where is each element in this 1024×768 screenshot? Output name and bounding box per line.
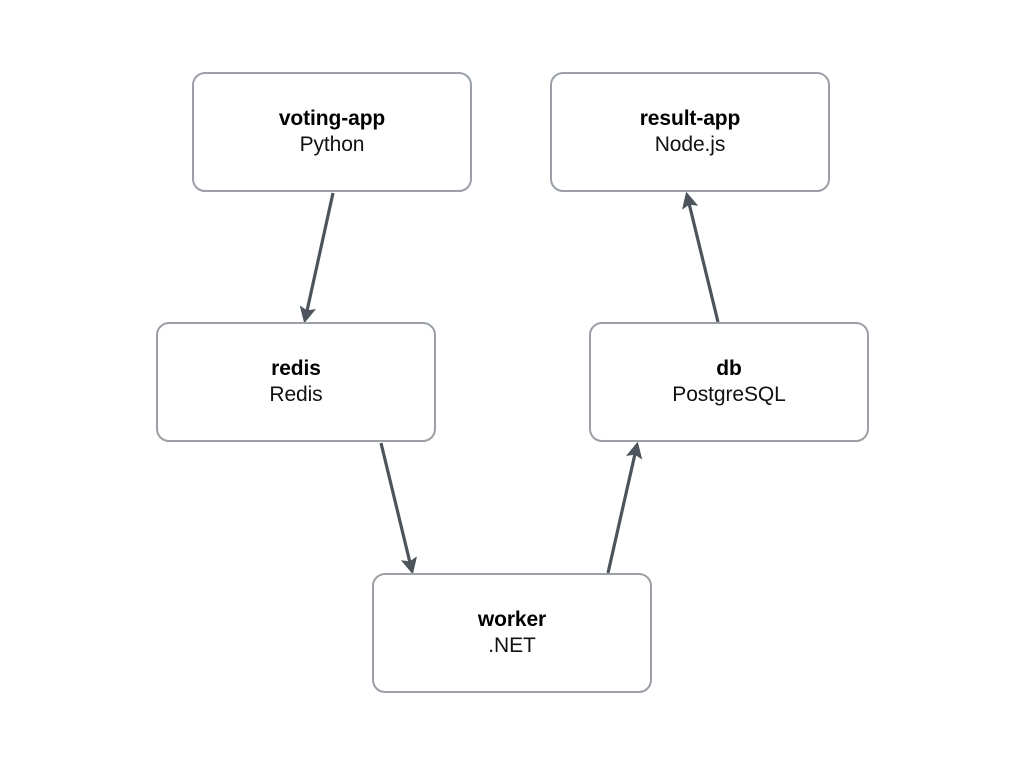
node-subtitle: Redis [269,383,323,406]
node-redis[interactable]: redis Redis [156,322,436,442]
node-title: db [716,356,742,380]
node-title: result-app [639,106,741,130]
node-subtitle: PostgreSQL [672,383,786,406]
node-title: worker [477,607,547,631]
node-subtitle: Node.js [654,133,726,156]
edge-db-to-result-app [682,191,720,323]
edge-voting-app-to-redis [299,192,335,324]
edge-worker-to-db [606,441,643,574]
node-title: redis [271,356,321,380]
node-title: voting-app [278,106,386,130]
edge-redis-to-worker [379,442,417,575]
node-voting-app[interactable]: voting-app Python [192,72,472,192]
node-result-app[interactable]: result-app Node.js [550,72,830,192]
node-db[interactable]: db PostgreSQL [589,322,869,442]
node-worker[interactable]: worker .NET [372,573,652,693]
node-subtitle: Python [299,133,365,156]
node-subtitle: .NET [488,634,536,657]
